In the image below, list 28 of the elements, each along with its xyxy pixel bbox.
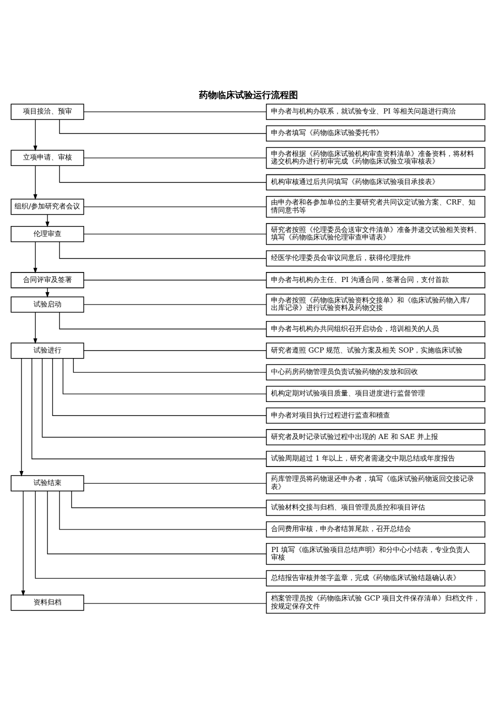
connector <box>83 206 267 208</box>
connector <box>59 119 267 134</box>
connector <box>83 350 267 351</box>
arrow <box>45 288 50 298</box>
connector <box>34 490 267 579</box>
connector <box>59 241 267 259</box>
connector <box>62 358 267 394</box>
arrow <box>20 358 24 477</box>
connector <box>59 312 267 330</box>
connector <box>59 165 267 183</box>
connector <box>71 490 267 508</box>
arrow <box>33 242 38 274</box>
connector <box>32 358 266 460</box>
arrow <box>21 490 26 596</box>
connector <box>83 603 267 604</box>
diagram-title: 药物临床试验运行流程图 <box>198 90 298 102</box>
connector <box>59 490 267 530</box>
connector <box>83 304 267 305</box>
connector <box>42 358 267 438</box>
connector <box>83 111 267 112</box>
arrow <box>33 312 38 344</box>
connector <box>47 490 267 554</box>
arrow <box>45 214 50 228</box>
connector <box>52 358 267 416</box>
arrow <box>33 165 38 200</box>
connector <box>73 358 267 373</box>
connector <box>83 482 267 484</box>
arrow <box>33 119 38 152</box>
